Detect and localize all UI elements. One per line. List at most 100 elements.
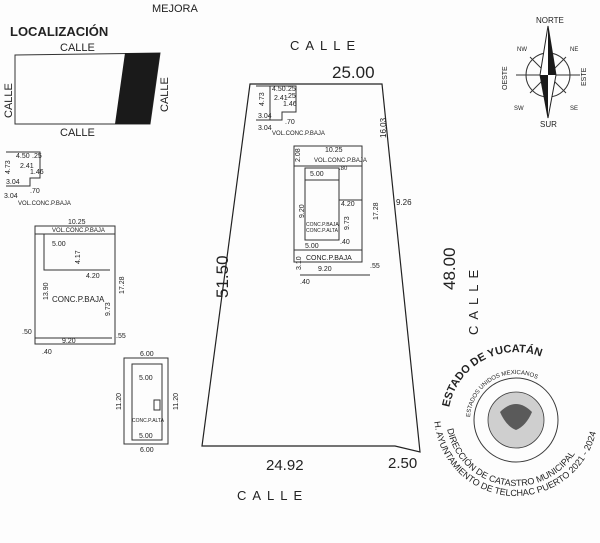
lb-dim-8: 9.20 <box>62 338 76 345</box>
alta-label: CONC.P.ALTA <box>132 418 165 424</box>
lb-dim-2: 4.17 <box>75 250 82 264</box>
dim-south: 24.92 <box>266 457 304 474</box>
bld-dim-10: 3.10 <box>296 256 303 270</box>
corner-module: 4.50 .25 4.73 .25 2.41 1.46 3.04 .70 3.0… <box>256 85 325 137</box>
location-dark-block <box>115 53 160 124</box>
lot-street-north: CALLE <box>290 38 361 53</box>
lb-dim-0: 10.25 <box>68 219 86 226</box>
compass-ne: NE <box>570 47 578 53</box>
bld-dim-6: 4.20 <box>341 201 355 208</box>
alta-stair <box>153 399 161 411</box>
alta-dim-5: 6.00 <box>140 447 154 454</box>
lb-dim-1: 5.00 <box>52 241 66 248</box>
lb-dim-9: .55 <box>116 333 126 340</box>
lb-dim-5: 17.28 <box>119 276 126 294</box>
corner-dim-7: .70 <box>285 119 295 126</box>
dim-chamfer: 2.50 <box>388 455 417 472</box>
lc-dim-0: 4.50 <box>16 153 30 160</box>
corner-dim-6: 3.04 <box>258 113 272 120</box>
building-inner <box>304 167 340 241</box>
lb-dim-4: 13.90 <box>43 282 50 300</box>
bld-label-conc: CONC.P.BAJA <box>306 255 352 262</box>
compass-north: NORTE <box>536 16 564 25</box>
dim-north: 25.00 <box>332 63 375 82</box>
bld-dim-3: 5.00 <box>310 171 324 178</box>
compass-nw: NW <box>517 47 527 53</box>
corner-dim-8: 3.04 <box>258 125 272 132</box>
building-outline <box>293 145 363 263</box>
bld-dim-0: 10.25 <box>325 147 343 154</box>
building-main: 10.25 2.08 .80 5.00 9.20 17.28 4.20 9.73… <box>293 145 380 286</box>
compass-east: ESTE <box>581 67 588 86</box>
compass-se: SE <box>570 106 578 112</box>
location-map: CALLE CALLE CALLE CALLE <box>3 42 171 139</box>
lc-dim-6: 3.04 <box>6 179 20 186</box>
lb-label-vol: VOL.CONC.P.BAJA <box>52 228 105 234</box>
alta-outer <box>123 357 169 445</box>
bld-label-vol: VOL.CONC.P.BAJA <box>314 158 367 164</box>
alta-dim-2: 11.20 <box>116 393 123 410</box>
corner-dim-2: 4.73 <box>259 92 266 106</box>
bld-dim-4: 9.20 <box>299 204 306 218</box>
bld-dim-7: 9.73 <box>344 216 351 230</box>
lc-label: VOL.CONC.P.BAJA <box>18 201 71 207</box>
lot-street-east: CALLE <box>466 264 481 335</box>
lb-inner-l <box>43 234 110 271</box>
lc-dim-2: 4.73 <box>5 160 12 174</box>
corner-dim-1: .25 <box>286 86 296 93</box>
dim-1603: 16.03 <box>379 117 388 138</box>
localizacion-title: LOCALIZACIÓN <box>10 24 108 39</box>
municipal-seal: ESTADO DE YUCATÁN ESTADOS UNIDOS MEXICAN… <box>432 343 598 498</box>
compass-rose: NORTE SUR OESTE ESTE NW NE SW SE <box>502 16 588 129</box>
bld-dim-12: .55 <box>370 263 380 270</box>
bld-dim-1: 2.08 <box>295 148 302 162</box>
bld-label-p-baja: CONC.P.BAJA <box>306 222 339 228</box>
lc-dim-7: .70 <box>30 188 40 195</box>
mejora-label: MEJORA <box>152 3 199 15</box>
alta-detail: 6.00 5.00 11.20 11.20 5.00 6.00 CONC.P.A… <box>116 351 180 454</box>
lc-dim-4: 2.41 <box>20 163 34 170</box>
lot-boundary <box>201 83 421 453</box>
alta-dim-0: 6.00 <box>140 351 154 358</box>
lot: CALLE CALLE CALLE 25.00 48.00 51.50 24.9… <box>201 38 481 503</box>
lot-street-south: CALLE <box>237 488 308 503</box>
bld-label-p-alta: CONC.P.ALTA <box>306 228 339 234</box>
dim-926: 9.26 <box>396 198 412 207</box>
north-arrow-icon <box>548 26 556 75</box>
corner-dim-5: 1.46 <box>283 101 297 108</box>
bld-dim-9: 5.00 <box>305 243 319 250</box>
left-corner-module: 4.50 .25 4.73 2.41 1.46 3.04 .70 3.04 VO… <box>4 151 71 207</box>
corner-dim-0: 4.50 <box>272 86 286 93</box>
left-corner-outline <box>6 151 41 187</box>
south-arrow-icon <box>540 75 548 118</box>
location-street-left: CALLE <box>3 83 15 118</box>
corner-module-label: VOL.CONC.P.BAJA <box>272 131 325 137</box>
eagle-shape-icon <box>500 404 532 430</box>
location-street-top: CALLE <box>60 42 95 54</box>
location-street-bottom: CALLE <box>60 127 95 139</box>
corner-dim-4: 2.41 <box>274 95 288 102</box>
seal-ring <box>473 377 559 463</box>
alta-dim-1: 5.00 <box>139 375 153 382</box>
bld-dim-2: .80 <box>339 166 348 172</box>
lc-dim-8: 3.04 <box>4 193 18 200</box>
corner-dim-3: .25 <box>286 93 296 100</box>
location-street-right: CALLE <box>159 77 171 112</box>
lc-dim-5: 1.46 <box>30 169 44 176</box>
bld-dim-5: 17.28 <box>373 202 380 220</box>
alta-inner <box>131 363 163 441</box>
dim-east: 48.00 <box>440 247 459 290</box>
lc-dim-1: .25 <box>32 153 42 160</box>
lb-label-conc: CONC.P.BAJA <box>52 295 105 304</box>
lb-dim-6: 9.73 <box>105 302 112 316</box>
bld-dim-8: .40 <box>340 239 350 246</box>
compass-south: SUR <box>540 120 557 129</box>
lb-outline <box>34 225 116 345</box>
bld-dim-13: .40 <box>300 279 310 286</box>
bld-dim-11: 9.20 <box>318 266 332 273</box>
alta-dim-4: 5.00 <box>139 433 153 440</box>
lb-dim-3: 4.20 <box>86 273 100 280</box>
alta-dim-3: 11.20 <box>173 393 180 410</box>
corner-module-outline <box>256 85 297 121</box>
